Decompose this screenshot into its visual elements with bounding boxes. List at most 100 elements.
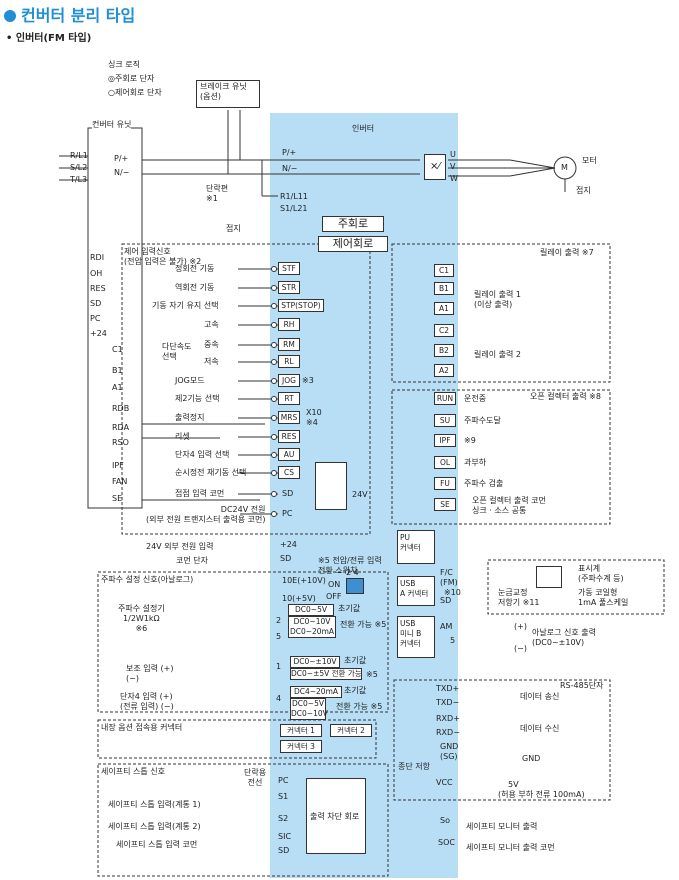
meter-label: 표시계 (주파수계 등) <box>578 564 624 583</box>
conv-ctrl-13: FAN <box>112 477 128 486</box>
conv-ctrl-3: SD <box>90 299 102 308</box>
ctrl-in-label-12: 접점 입력 코먼 <box>175 489 225 498</box>
page-title: 컨버터 분리 타입 <box>4 2 135 26</box>
relay2-label: 릴레이 출력 2 <box>474 350 521 359</box>
relay-term-2: A1 <box>434 302 454 315</box>
am-5: 5 <box>450 636 456 645</box>
motor-ground: 접지 <box>576 186 591 195</box>
ctrl-in-label-10: 단자4 입력 선택 <box>175 450 230 459</box>
rs485-rx: 데이터 수신 <box>520 724 560 733</box>
am-term: AM <box>440 622 453 631</box>
control-circuit-box: 제어회로 <box>318 236 388 252</box>
ext24-common: 코먼 단자 <box>176 556 208 565</box>
ctrl-in-term-2: STP(STOP) <box>278 299 324 312</box>
relay-term-3: C2 <box>434 324 454 337</box>
oc-label-5: 오픈 컬렉터 출력 코먼 싱크 · 소스 공통 <box>472 496 546 515</box>
freq-term-4: 1 <box>276 662 282 671</box>
main-circuit-box: 주회로 <box>322 216 384 232</box>
ctrl-in-term-0: STF <box>278 262 300 275</box>
meter-note: 가동 코일형 1mA 풀스케일 <box>578 588 629 607</box>
ctrl-in-term-9: RES <box>278 430 300 443</box>
dip-switch[interactable] <box>346 578 364 594</box>
note-jog: ※3 <box>302 376 314 385</box>
ext24-label: 24V 외부 전원 입력 <box>146 542 214 551</box>
ctrl-in-label-4: 중속 <box>204 340 219 349</box>
note-24v: 24V <box>352 490 368 499</box>
freq-term-2: 2 <box>276 616 282 625</box>
freq-side-5: 전환 가능 ※5 <box>336 702 383 711</box>
rs485-term-2: RXD+ <box>436 714 460 723</box>
oc-term-5: SE <box>434 498 456 511</box>
conv-ctrl-7: B1 <box>112 366 123 375</box>
safety-circuit-box <box>306 778 366 854</box>
out-v: V <box>450 162 456 171</box>
oc-term-2: IPF <box>434 434 456 447</box>
ctrl-in-label-0: 정회전 기동 <box>175 264 215 273</box>
ctrl-in-term-3: RH <box>278 318 300 331</box>
rs485-tx: 데이터 송신 <box>520 692 560 701</box>
oc-term-4: FU <box>434 477 456 490</box>
safety-term-1: S2 <box>278 814 289 823</box>
ctrl-in-label-9: 리셋 <box>175 432 190 441</box>
multi-speed-label: 다단속도 선택 <box>162 342 192 361</box>
rs485-term-4: GND (SG) <box>440 742 459 761</box>
inverter-label: 인버터 <box>352 124 375 133</box>
meter-symbol <box>536 566 562 588</box>
ctrl-in-term-1: STR <box>278 281 300 294</box>
pu-connector[interactable]: PU 커넥터 <box>397 530 435 564</box>
freq-title: 주파수 설정 신호(아날로그) <box>101 575 194 584</box>
ctrl-in-term-11: CS <box>278 466 300 479</box>
connectors-title: 내장 옵션 접속용 커넥터 <box>101 723 183 732</box>
conv-ctrl-2: RES <box>90 284 106 293</box>
conv-n: N/− <box>114 168 130 177</box>
brake-unit-label: 브레이크 유닛 (옵션) <box>200 82 247 101</box>
conv-r: R/L1 <box>70 151 88 160</box>
usb-a-connector[interactable]: USB A 커넥터 <box>397 576 435 606</box>
ctrl-in-term-5: RL <box>278 355 300 368</box>
safety-title: 세이프티 스톱 신호 <box>101 767 165 776</box>
bullet-icon <box>4 10 16 22</box>
inv-n: N/− <box>282 164 298 173</box>
motor-symbol: M <box>561 163 568 172</box>
freq-setter: 주파수 설정기 1/2W1kΩ ※6 <box>118 604 165 633</box>
ctrl-in-term-4: RM <box>278 338 300 351</box>
inv-s1: S1/L21 <box>280 204 308 213</box>
fm-term: F/C (FM) <box>440 568 458 587</box>
fm-sd: SD <box>440 596 452 605</box>
freq-box-5: DC0~5V DC0~10V <box>290 698 328 720</box>
switch-label: ※5 전압/전류 입력 전환 스위치 <box>318 556 382 575</box>
safety-term-2: SIC <box>278 832 292 841</box>
connector-3[interactable]: 커넥터 3 <box>280 740 322 753</box>
usb-mini-connector[interactable]: USB 미니 B 커넥터 <box>397 616 435 658</box>
safety-label-0: 세이프티 스톱 입력(계통 1) <box>108 800 201 809</box>
ctrl-in-label-3: 고속 <box>204 320 219 329</box>
oc-label-2: ※9 <box>464 436 476 445</box>
oc-label-1: 주파수도달 <box>464 416 501 425</box>
ctrl-in-label-2: 기동 자기 유지 선택 <box>152 301 219 310</box>
safety-label-1: 세이프티 스톱 입력(계통 2) <box>108 822 201 831</box>
connector-2[interactable]: 커넥터 2 <box>330 724 372 737</box>
freq-term-5: 4 <box>276 694 282 703</box>
relay-title: 릴레이 출력 ※7 <box>540 248 594 257</box>
conv-ctrl-14: SE <box>112 494 123 503</box>
oc-label-4: 주파수 검출 <box>464 479 504 488</box>
freq-term-1: 10(+5V) <box>282 594 316 603</box>
motor-label: 모터 <box>582 156 597 165</box>
oc-term-0: RUN <box>434 392 456 405</box>
ctrl-in-label-6: JOG모드 <box>175 376 205 385</box>
term4-input: 단자4 입력 (+) (전류 입력) (−) <box>120 692 174 711</box>
sink-logic-control: ○제어회로 단자 <box>108 88 162 97</box>
ctrl-in-label-7: 제2기능 선택 <box>175 394 220 403</box>
conv-t: T/L3 <box>70 175 88 184</box>
connector-1[interactable]: 커넥터 1 <box>280 724 322 737</box>
inverter-module: ⨯⁄ <box>424 154 446 180</box>
relay-term-5: A2 <box>434 364 454 377</box>
control-input-title: 제어 입력신호 (전압 입력은 불가) ※2 <box>124 247 202 266</box>
conv-ctrl-4: PC <box>90 314 101 323</box>
inv-p: P/+ <box>282 148 297 157</box>
note-mrs: X10 ※4 <box>306 408 322 427</box>
switch-on: ON <box>328 580 341 589</box>
oc-label-0: 운전중 <box>464 394 487 403</box>
ctrl-in-term-13: PC <box>282 509 293 518</box>
